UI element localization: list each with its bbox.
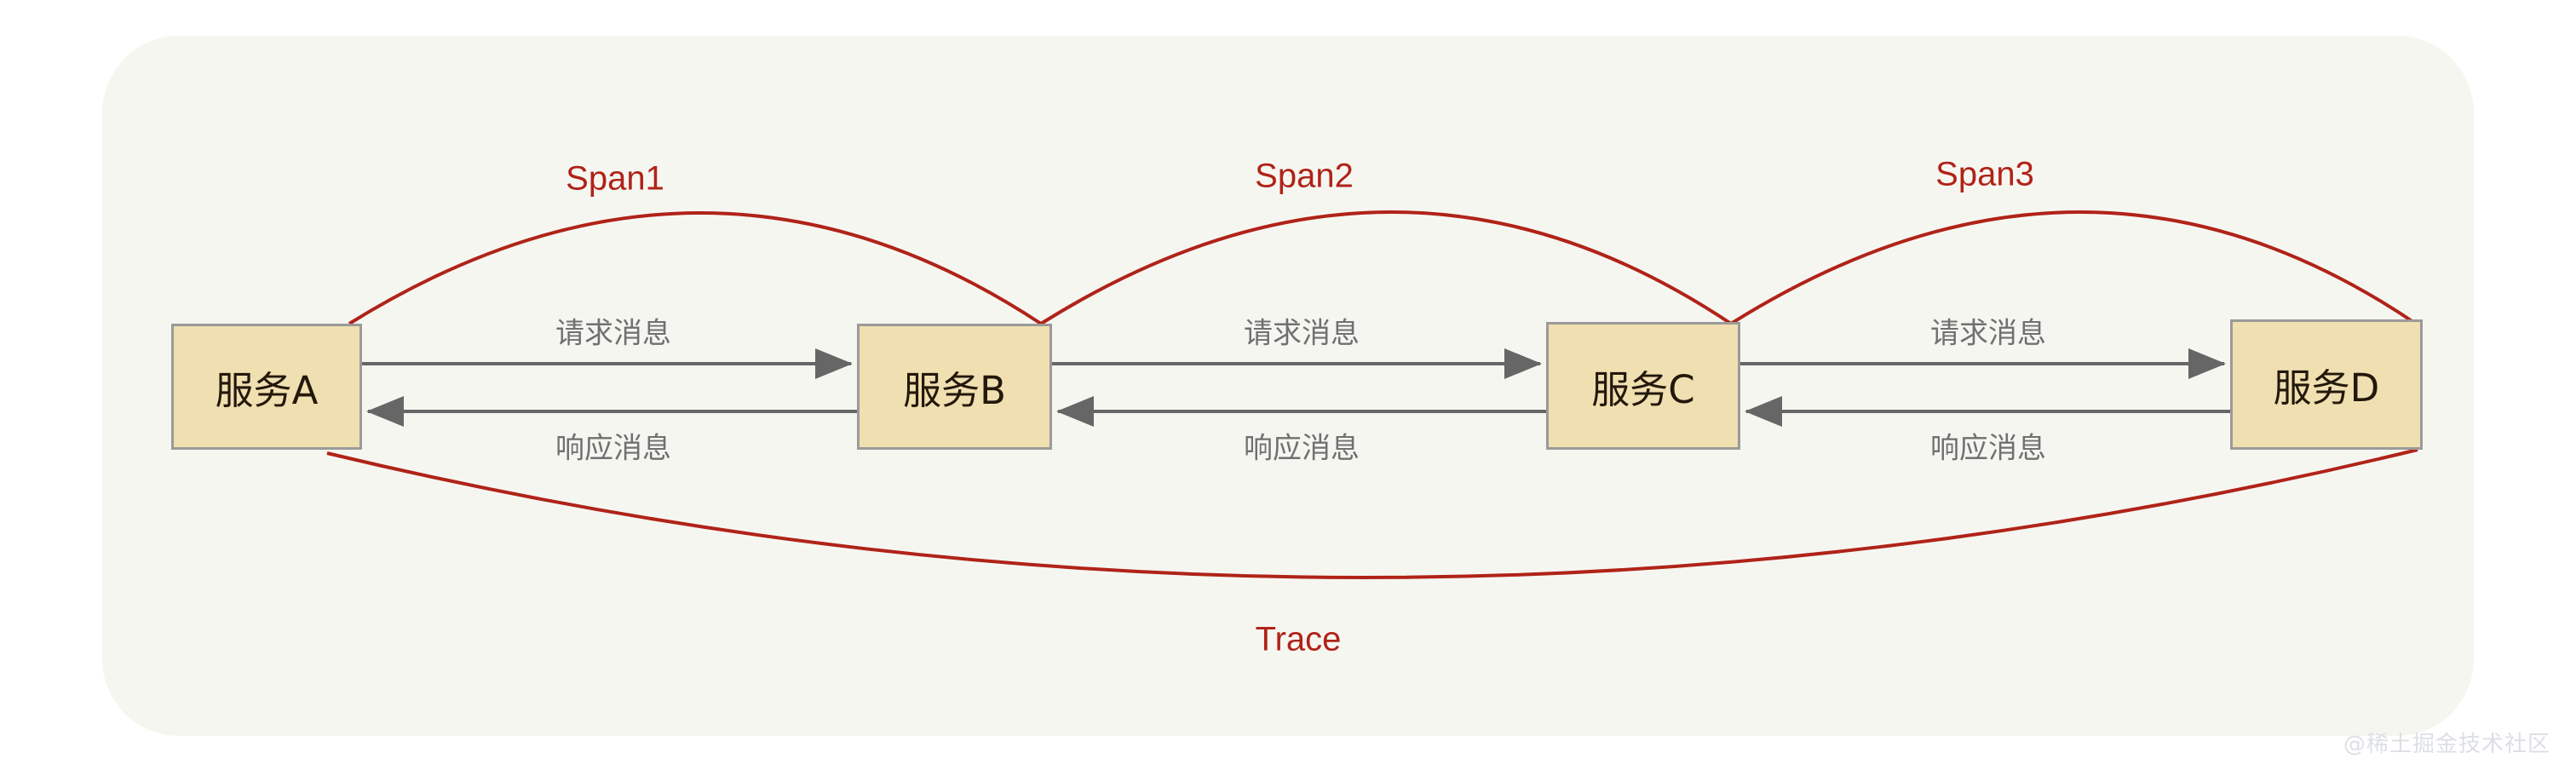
response-label-b-c: 响应消息 xyxy=(1244,431,1360,466)
request-label-a-b: 请求消息 xyxy=(555,316,671,351)
service-label-b: 服务B xyxy=(903,367,1006,413)
service-label-d: 服务D xyxy=(2273,365,2380,411)
span-label-2: Span2 xyxy=(1255,157,1354,195)
service-label-c: 服务C xyxy=(1591,366,1695,412)
service-box-a[interactable]: 服务A xyxy=(171,324,362,450)
response-label-c-d: 响应消息 xyxy=(1930,431,2046,466)
diagram-canvas xyxy=(102,36,2474,736)
service-box-b[interactable]: 服务B xyxy=(857,324,1052,450)
request-label-c-d: 请求消息 xyxy=(1930,316,2046,351)
span-label-3: Span3 xyxy=(1935,155,2034,193)
span-arc-3 xyxy=(1729,210,2418,325)
service-label-a: 服务A xyxy=(215,367,319,413)
connector-b-c xyxy=(1051,348,1546,427)
watermark: @稀土掘金技术社区 xyxy=(2343,732,2550,757)
service-box-d[interactable]: 服务D xyxy=(2230,319,2423,450)
span-arc-2 xyxy=(1039,210,1733,325)
trace-arc xyxy=(326,448,2418,579)
connector-c-d xyxy=(1739,348,2230,427)
span-arc-1 xyxy=(348,211,1043,325)
connector-a-b xyxy=(361,348,857,427)
response-label-a-b: 响应消息 xyxy=(555,431,671,466)
service-box-c[interactable]: 服务C xyxy=(1546,322,1740,450)
trace-label: Trace xyxy=(1255,620,1342,658)
request-label-b-c: 请求消息 xyxy=(1244,316,1360,351)
span-label-1: Span1 xyxy=(566,159,664,198)
